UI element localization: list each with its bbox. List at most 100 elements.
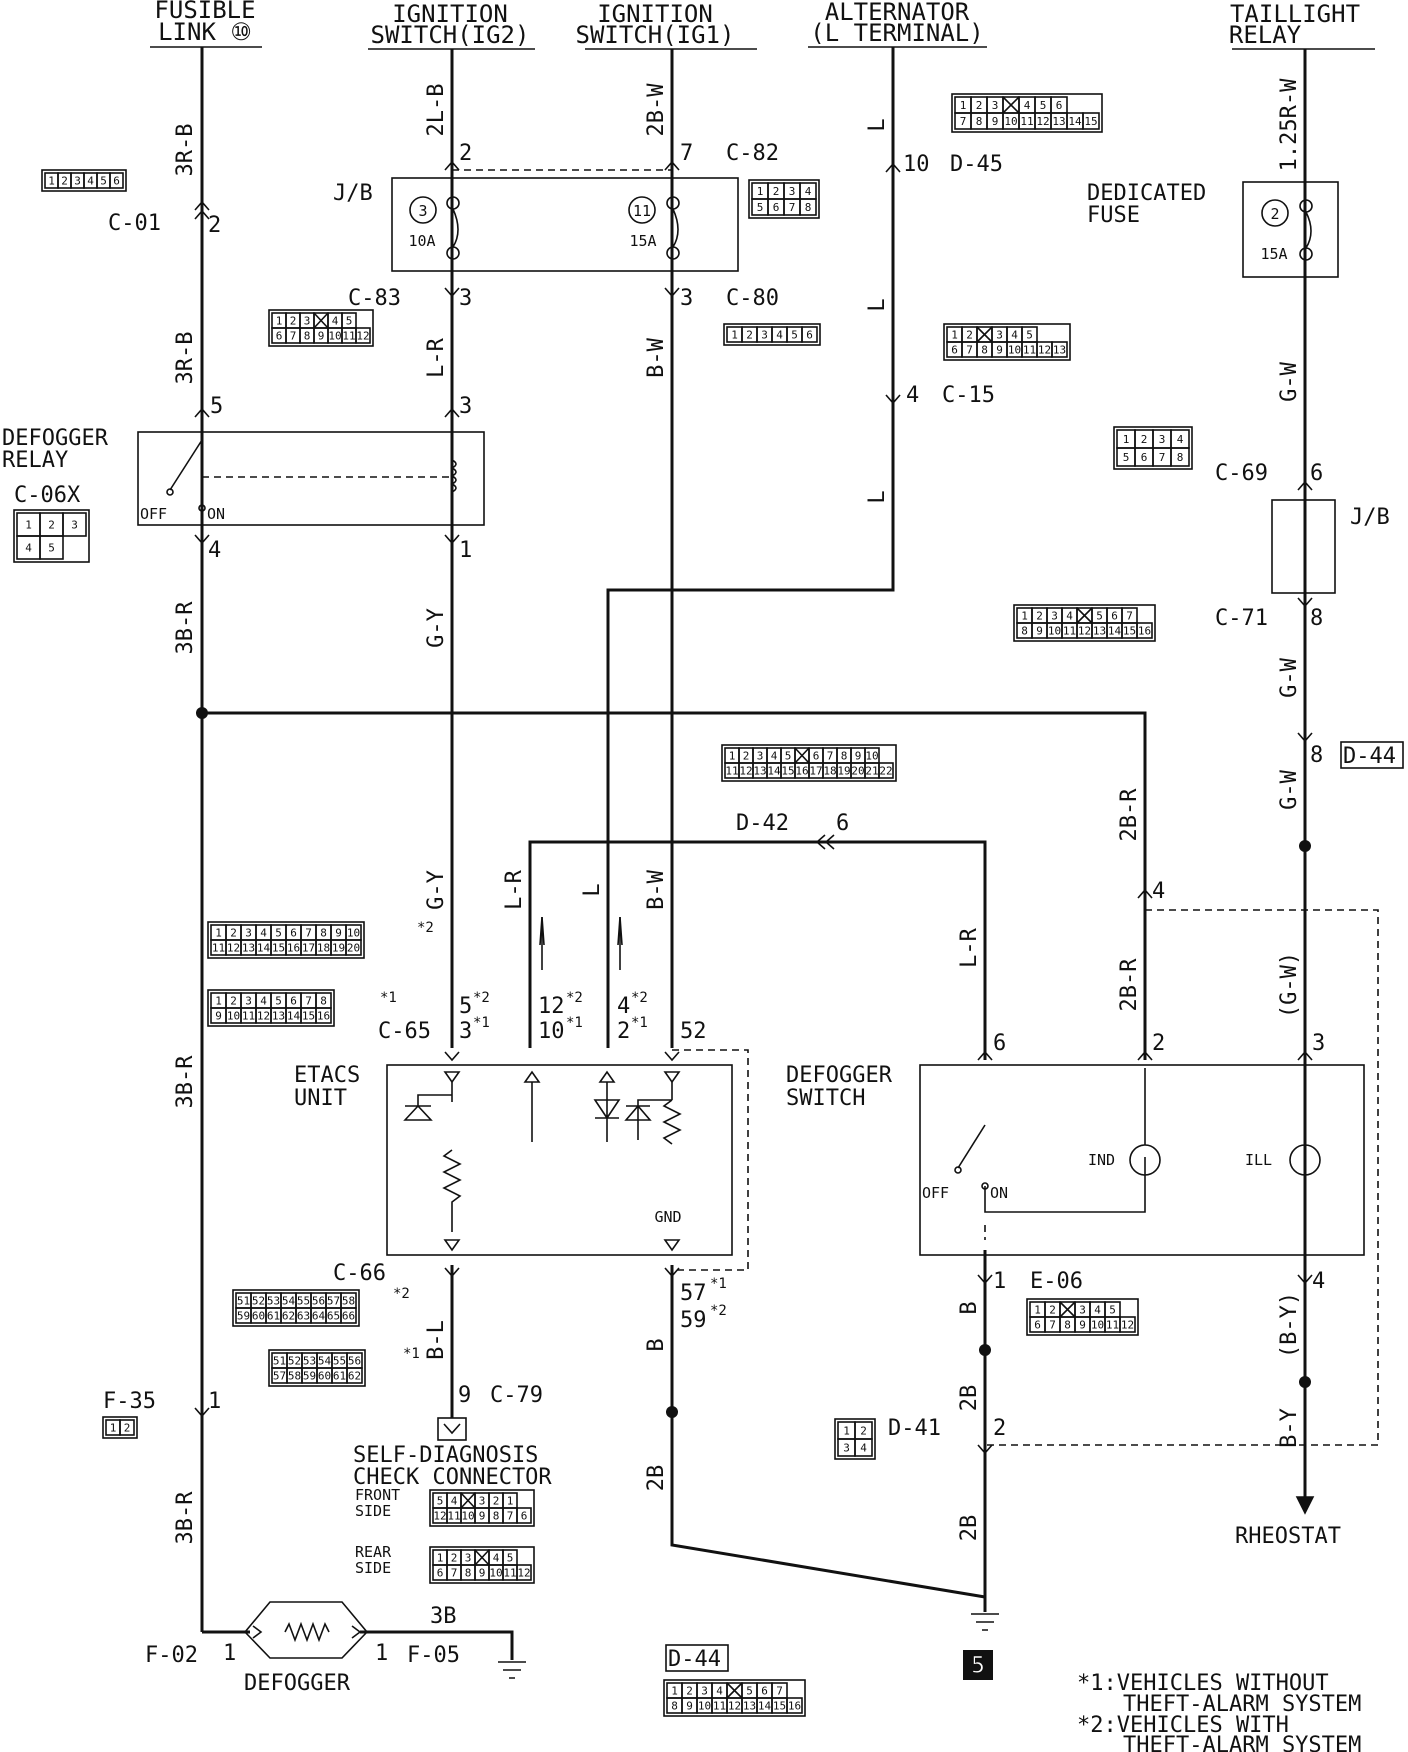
pin-star: *1 bbox=[473, 1015, 490, 1031]
connector-pin-number: 8 bbox=[805, 201, 812, 214]
connector-pin-number: 55 bbox=[333, 1355, 346, 1368]
wire-label: 3B-R bbox=[173, 601, 198, 655]
connector-label: C-06X bbox=[14, 483, 81, 508]
wire-label: G-W bbox=[1277, 657, 1302, 697]
connector-pin-number: 8 bbox=[304, 330, 311, 343]
wire-label: 2B bbox=[957, 1515, 982, 1542]
connector-pin-number: 9 bbox=[686, 1700, 693, 1713]
connector-pin-number: 7 bbox=[305, 927, 312, 940]
connector-pin-number: 4 bbox=[1094, 1304, 1101, 1317]
connector-pin-number: 7 bbox=[960, 115, 967, 128]
wire-label: 3R-B bbox=[173, 124, 198, 177]
connector-pin-number: 4 bbox=[493, 1552, 500, 1565]
connector-pin-number: 7 bbox=[290, 330, 297, 343]
connector-pin-number: 15 bbox=[1084, 115, 1097, 128]
connector-pin-number: 12 bbox=[1036, 115, 1049, 128]
connector-pin-number: 7 bbox=[966, 344, 973, 357]
connector-label: C-82 bbox=[726, 141, 779, 166]
connector-pin-number: 2 bbox=[1049, 1304, 1056, 1317]
connector-pin-number: 6 bbox=[1034, 1319, 1041, 1332]
connector-pin-number: 16 bbox=[788, 1700, 801, 1713]
connector-pin-number: 5 bbox=[48, 542, 55, 555]
connector-cavity bbox=[62, 512, 87, 537]
connector-pin-number: 6 bbox=[113, 175, 120, 188]
connector-cavity bbox=[799, 198, 817, 216]
connector-pin-number: 9 bbox=[996, 344, 1003, 357]
connector-pin-number: 4 bbox=[260, 927, 267, 940]
connector-pin-number: 10 bbox=[489, 1567, 502, 1580]
connector-pin-number: 12 bbox=[1078, 625, 1091, 638]
source-alternator: ALTERNATOR (L TERMINAL) bbox=[808, 0, 987, 48]
connector-label: D-42 bbox=[736, 811, 789, 836]
connector-label: C-66 bbox=[333, 1261, 386, 1286]
connector-pin-number: 5 bbox=[1040, 99, 1047, 112]
connector-pin-number: 3 bbox=[701, 1685, 708, 1698]
connector-pin-number: 65 bbox=[327, 1310, 340, 1323]
connector-pin-number: 2 bbox=[1141, 433, 1148, 446]
self-diag-line2: CHECK CONNECTOR bbox=[353, 1465, 552, 1490]
junction-block: J/B 3 10A 11 15A bbox=[333, 177, 739, 272]
connector-pin-number: 3 bbox=[245, 927, 252, 940]
connector-pin-number: 8 bbox=[976, 115, 983, 128]
connector-pin-number: 2 bbox=[976, 99, 983, 112]
pin-number: 3 bbox=[1312, 1031, 1325, 1056]
connector-cavity bbox=[345, 939, 362, 956]
connector-pin-number: 5 bbox=[100, 175, 107, 188]
connector-pin-number: 9 bbox=[318, 330, 325, 343]
connector-pin-number: 8 bbox=[320, 927, 327, 940]
connector-pin-number: 1 bbox=[1021, 610, 1028, 623]
wire-label: B-W bbox=[644, 337, 669, 377]
pin-number: 2 bbox=[993, 1416, 1006, 1441]
connector-pin-number: 5 bbox=[346, 315, 353, 328]
connector-pin-number: 9 bbox=[855, 750, 862, 763]
connector-cavity bbox=[315, 1007, 332, 1024]
pin-star: *1 bbox=[710, 1276, 727, 1292]
connector-pin-number: 5 bbox=[275, 927, 282, 940]
connector-pin-number: 1 bbox=[951, 329, 958, 342]
wire-label: L-R bbox=[957, 927, 982, 967]
pin-number: 3 bbox=[680, 286, 693, 311]
connector-pin-number: 5 bbox=[1096, 610, 1103, 623]
dedicated-fuse-line2: FUSE bbox=[1087, 203, 1140, 228]
connector-pin-number: 17 bbox=[302, 942, 315, 955]
connector-pin-number: 2 bbox=[124, 1422, 131, 1435]
connector-pin-number: 6 bbox=[813, 750, 820, 763]
connector-pin-number: 3 bbox=[74, 175, 81, 188]
connector-marks bbox=[194, 160, 1313, 1455]
source-label-line2: SWITCH(IG1) bbox=[576, 21, 735, 49]
wire-labels: 3R-B 3R-B 2L-B 2B-W L L L 1.25R-W L-R B-… bbox=[173, 78, 1302, 1629]
connector-pin-number: 11 bbox=[342, 330, 355, 343]
connector-pin-number: 53 bbox=[267, 1295, 280, 1308]
wire-label: 1.25R-W bbox=[1277, 78, 1302, 171]
connector-cavity bbox=[1082, 112, 1100, 130]
connector-pin-number: 2 bbox=[746, 329, 753, 342]
connector-pin-number: 1 bbox=[215, 927, 222, 940]
connector-label: C-83 bbox=[348, 286, 401, 311]
pin-numbers: 2 2 7 10 3 3 4 5 3 4 1 6 8 8 6 4 5 *2 3 … bbox=[208, 141, 1325, 1666]
connector-pin-number: 18 bbox=[317, 942, 330, 955]
connector-pin-number: 6 bbox=[437, 1567, 444, 1580]
pin-number: 4 bbox=[906, 383, 919, 408]
connector-pin-number: 14 bbox=[287, 1010, 301, 1023]
pin-number: 2 bbox=[617, 1019, 630, 1044]
source-label-line2: (L TERMINAL) bbox=[810, 19, 983, 47]
connector-pin-number: 10 bbox=[1091, 1319, 1104, 1332]
wire-label: 3B bbox=[430, 1604, 457, 1629]
pin-number: 59 bbox=[680, 1308, 707, 1333]
connector-pin-number: 9 bbox=[479, 1567, 486, 1580]
fuse-rating: 15A bbox=[629, 232, 656, 250]
connector-pin-number: 63 bbox=[297, 1310, 310, 1323]
connector-pin-number: 2 bbox=[451, 1552, 458, 1565]
etacs-unit: ETACS UNIT GND bbox=[294, 1063, 733, 1256]
connector-pin-number: 7 bbox=[507, 1510, 514, 1523]
wire-label: 3R-B bbox=[173, 332, 198, 385]
connector-pin-number: 10 bbox=[1008, 344, 1021, 357]
connector-pin-number: 57 bbox=[273, 1370, 286, 1383]
connector-pin-number: 6 bbox=[773, 201, 780, 214]
defogger-relay: DEFOGGER RELAY OFF ON bbox=[2, 426, 485, 526]
